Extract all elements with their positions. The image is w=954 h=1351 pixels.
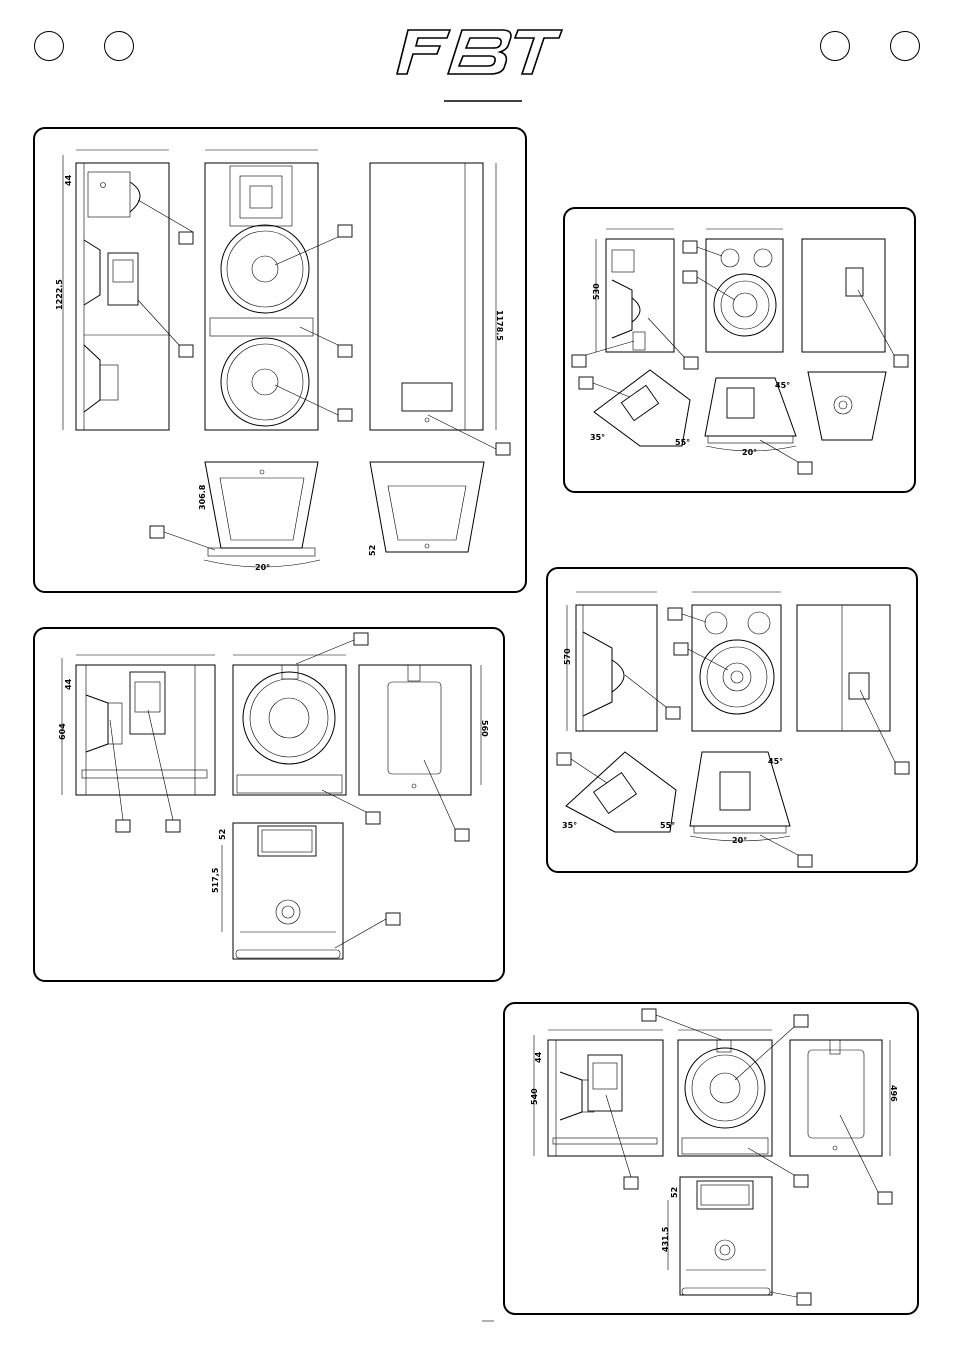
dim-tower-depth: 1178.5 — [495, 310, 504, 341]
panel-sub-small — [503, 1002, 919, 1315]
tower-bottom-view — [369, 461, 485, 553]
dim-sub-large-depth: 560 — [480, 720, 489, 737]
binder-hole-2 — [104, 31, 134, 61]
monitor-large-angled-views: 35° 55° 45° 20° — [562, 751, 791, 845]
binder-hole-1 — [34, 31, 64, 61]
dim-monitor-small-angle-b: 55° — [675, 438, 690, 447]
sub-small-side-view — [533, 1029, 664, 1157]
dim-sub-large-bottom-top: 52 — [218, 829, 227, 840]
monitor-small-side-view — [595, 228, 675, 353]
dim-monitor-small-angle-d: 20° — [742, 448, 757, 457]
monitor-large-side-view — [566, 591, 658, 732]
dim-sub-small-top: 44 — [534, 1051, 543, 1063]
tower-front-view — [204, 149, 319, 431]
panel-monitor-small — [563, 207, 916, 493]
monitor-large-front-view — [691, 591, 782, 732]
monitor-small-rear-view — [801, 238, 886, 353]
dim-monitor-large-angle-d: 20° — [732, 836, 747, 845]
panel-sub-large — [33, 627, 505, 982]
tower-top-view — [203, 461, 321, 568]
dim-tower-top-depth: 306.8 — [198, 484, 207, 510]
dim-monitor-small-angle-c: 45° — [775, 381, 790, 390]
dim-sub-small-depth: 496 — [889, 1085, 898, 1102]
dim-monitor-small-angle-a: 35° — [590, 433, 605, 442]
tower-side-view — [62, 149, 170, 431]
sub-small-front-view — [677, 1029, 773, 1157]
panel-monitor-large — [546, 567, 918, 873]
tower-rear-view — [369, 162, 497, 431]
dim-sub-small-bottom-top: 52 — [670, 1187, 679, 1198]
monitor-small-angled-views: 35° 55° 45° 20° — [590, 369, 887, 457]
binder-hole-4 — [890, 31, 920, 61]
dim-sub-small-bottom-depth: 431.5 — [661, 1226, 670, 1252]
dim-monitor-large-angle-a: 35° — [562, 821, 577, 830]
dim-monitor-large-angle-b: 55° — [660, 821, 675, 830]
dim-sub-small-height: 540 — [530, 1088, 539, 1105]
sub-large-side-view — [61, 654, 216, 796]
dim-monitor-large-angle-c: 45° — [768, 757, 783, 766]
dim-sub-large-top: 44 — [64, 678, 73, 690]
dim-tower-height: 1222.5 — [55, 279, 64, 310]
sub-large-bottom-view — [221, 822, 344, 960]
binder-hole-3 — [820, 31, 850, 61]
sub-large-rear-view — [358, 664, 482, 796]
dim-sub-large-bottom-depth: 517,5 — [211, 867, 220, 893]
monitor-large-rear-view — [796, 604, 891, 732]
fbt-logo — [395, 29, 564, 102]
dim-monitor-small-height: 530 — [592, 283, 601, 300]
dim-tower-angle: 20° — [255, 563, 270, 572]
dim-tower-top: 44 — [64, 174, 73, 186]
sub-small-bottom-view — [667, 1176, 773, 1296]
dim-sub-large-height: 604 — [58, 723, 67, 740]
sub-small-rear-view — [789, 1039, 891, 1157]
dim-monitor-large-height: 570 — [563, 648, 572, 665]
panel-tower-system — [33, 127, 527, 593]
monitor-small-front-view — [705, 228, 784, 353]
sub-large-front-view — [232, 654, 347, 796]
dim-tower-bottom: 52 — [368, 545, 377, 556]
